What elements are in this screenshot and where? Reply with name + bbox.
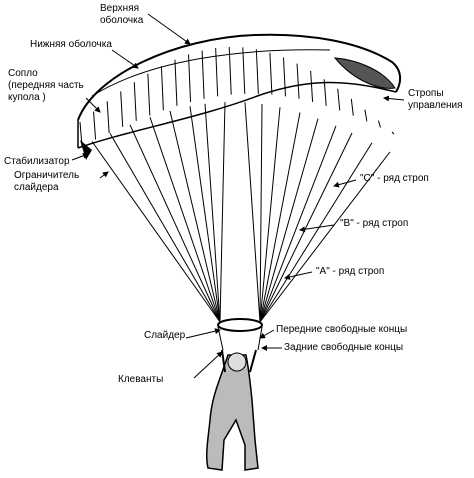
suspension-line (259, 132, 353, 323)
label-nose-3: купола ) (8, 92, 46, 103)
canopy-cell-rib (160, 66, 164, 111)
label-nose-1: Сопло (8, 68, 38, 79)
suspension-line (259, 103, 263, 323)
canopy-cell-rib (174, 59, 178, 106)
label-slider-stop-1: Ограничитель (14, 170, 79, 181)
canopy-cell-rib (242, 47, 246, 94)
canopy-cell-rib (391, 131, 395, 135)
suspension-line (169, 110, 221, 323)
suspension-line (189, 106, 221, 323)
canopy-cell-rib (215, 48, 219, 97)
label-control-lines-2: управления (408, 100, 463, 111)
stabilizer-shape (80, 140, 92, 160)
canopy-cell-rib (120, 91, 124, 127)
canopy-cell-rib (350, 98, 354, 116)
canopy-cell-rib (147, 73, 151, 116)
label-control-lines-1: Стропы (408, 88, 444, 99)
canopy-upper-surface (77, 33, 402, 121)
label-b-row: "В" - ряд строп (340, 218, 408, 229)
canopy-cell-rib (296, 63, 300, 99)
canopy-shadow (333, 57, 396, 89)
suspension-line (219, 102, 226, 323)
suspension-line (149, 117, 221, 323)
label-nose-2: (передняя часть (8, 80, 84, 91)
canopy-cell-rib (201, 50, 205, 99)
riser-right (257, 326, 263, 351)
canopy-cell-rib (310, 70, 314, 102)
canopy-cell-rib (228, 46, 232, 95)
leader-stabilizer (71, 152, 89, 161)
label-lower-skin: Нижняя оболочка (30, 38, 112, 50)
leader-lower-skin (111, 49, 139, 69)
canopy-cell-rib (255, 49, 259, 94)
suspension-lines (91, 102, 391, 323)
labels: Верхняя оболочка Нижняя оболочка Сопло (… (4, 3, 463, 385)
canopy-cell-rib (106, 101, 110, 134)
leader-b-row (299, 224, 335, 233)
canopy-cell-rib (282, 57, 286, 97)
canopy-cell-rib (93, 111, 97, 140)
label-toggles: Клеванты (118, 374, 163, 385)
label-slider-stop-2: слайдера (14, 182, 59, 193)
canopy-cells (79, 46, 395, 147)
label-rear-risers: Задние свободные концы (284, 341, 403, 353)
leader-nose (85, 97, 101, 113)
leader-a-row (284, 271, 313, 280)
svg-text:оболочка: оболочка (100, 14, 144, 26)
canopy-cell-rib (188, 54, 192, 102)
canopy-cell-rib (269, 52, 273, 95)
label-stabilizer: Стабилизатор (4, 155, 70, 167)
suspension-line (109, 133, 221, 323)
suspension-line (204, 103, 221, 323)
leader-c-row (333, 179, 357, 188)
canopy-cell-rib (377, 120, 381, 128)
leader-control-lines (383, 95, 405, 102)
suspension-line (244, 102, 261, 323)
suspension-line (259, 118, 319, 323)
label-upper-skin-2: оболочка (100, 14, 144, 26)
canopy (77, 33, 402, 160)
leader-toggles (193, 351, 223, 379)
canopy-cell-rib (133, 82, 137, 121)
leader-lines (71, 13, 405, 379)
leader-slider-stop (99, 171, 109, 179)
suspension-line (259, 112, 301, 323)
label-c-row: "С" - ряд строп (360, 173, 429, 184)
suspension-line (259, 142, 373, 323)
suspension-line (91, 141, 221, 323)
suspension-line (259, 125, 337, 323)
suspension-line (259, 107, 281, 323)
canopy-cell-rib (323, 79, 327, 106)
svg-text:Верхняя: Верхняя (100, 3, 139, 14)
canopy-cell-rib (364, 109, 368, 122)
label-front-risers: Передние свободные концы (276, 323, 407, 335)
leader-front-risers (259, 329, 275, 339)
suspension-line (259, 151, 391, 323)
canopy-cell-rib (337, 88, 341, 111)
slider-ring (217, 318, 263, 332)
skydiver-figure (206, 349, 259, 471)
label-upper-skin-1: Верхняя (100, 3, 139, 14)
label-slider: Слайдер (144, 330, 186, 341)
leader-upper-skin (147, 13, 191, 45)
canopy-lower-surface (77, 81, 397, 149)
head (227, 352, 247, 372)
canopy-rib-line (91, 49, 331, 97)
suspension-line (129, 124, 221, 323)
leader-slider (185, 328, 221, 339)
label-a-row: "А" - ряд строп (316, 266, 384, 277)
body (206, 354, 259, 471)
